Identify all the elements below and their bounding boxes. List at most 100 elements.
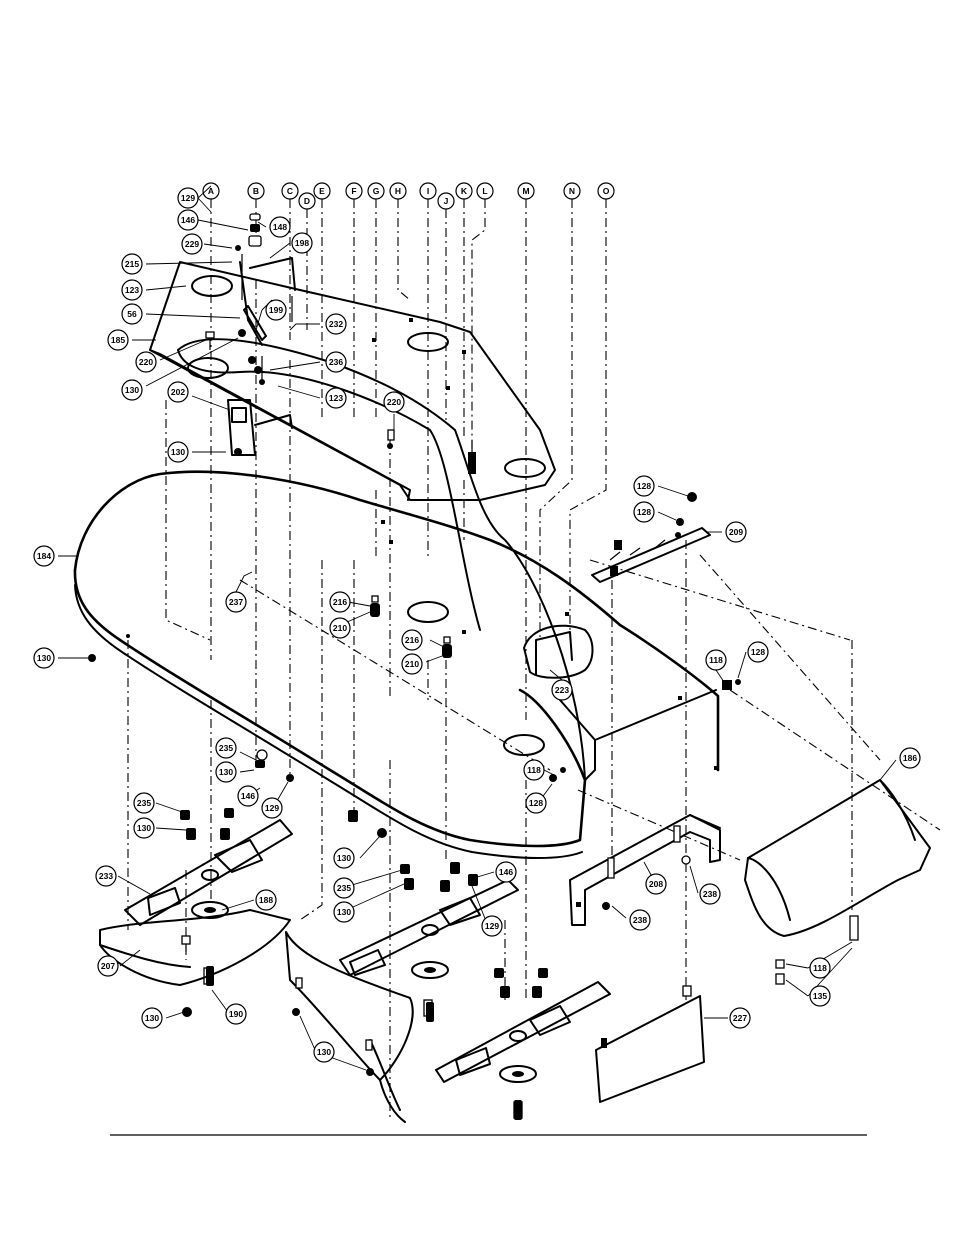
callout-128: 128: [633, 501, 655, 523]
svg-text:235: 235: [337, 883, 351, 893]
column-letter-n: N: [563, 182, 581, 200]
svg-text:129: 129: [181, 193, 195, 203]
rear-baffle: [595, 985, 705, 1103]
svg-text:I: I: [427, 186, 429, 196]
callout-130: 130: [33, 647, 55, 669]
svg-text:128: 128: [751, 647, 765, 657]
svg-text:216: 216: [333, 597, 347, 607]
callout-123: 123: [325, 387, 347, 409]
svg-text:129: 129: [265, 803, 279, 813]
svg-text:123: 123: [329, 393, 343, 403]
callout-129: 129: [261, 797, 283, 819]
svg-text:G: G: [373, 186, 380, 196]
svg-text:223: 223: [555, 685, 569, 695]
column-letters: A B C D E F G H I J K L M N O: [202, 182, 615, 210]
callout-128: 128: [747, 641, 769, 663]
callout-237: 237: [225, 591, 247, 613]
callout-130: 130: [333, 901, 355, 923]
svg-text:238: 238: [633, 915, 647, 925]
svg-text:130: 130: [337, 907, 351, 917]
column-letter-o: O: [597, 182, 615, 200]
rear-hanger-bracket: [591, 492, 741, 690]
svg-text:130: 130: [145, 1013, 159, 1023]
callout-130: 130: [133, 817, 155, 839]
svg-text:128: 128: [529, 798, 543, 808]
svg-text:C: C: [287, 186, 293, 196]
callout-188: 188: [255, 889, 277, 911]
svg-text:128: 128: [637, 481, 651, 491]
svg-text:130: 130: [125, 385, 139, 395]
callout-190: 190: [225, 1003, 247, 1025]
alignment-lines: [127, 199, 941, 1120]
svg-text:B: B: [253, 186, 259, 196]
svg-text:210: 210: [405, 659, 419, 669]
svg-text:235: 235: [219, 743, 233, 753]
column-letter-g: G: [367, 182, 385, 200]
svg-text:A: A: [208, 186, 214, 196]
callout-128: 128: [525, 792, 547, 814]
svg-text:236: 236: [329, 357, 343, 367]
svg-text:M: M: [522, 186, 529, 196]
svg-text:199: 199: [269, 305, 283, 315]
column-letter-k: K: [455, 182, 473, 200]
callout-220: 220: [383, 391, 405, 413]
callout-235: 235: [133, 792, 155, 814]
callout-235: 235: [215, 737, 237, 759]
column-letter-i: I: [419, 182, 437, 200]
callout-229: 229: [181, 233, 203, 255]
callout-118: 118: [705, 649, 727, 671]
callout-148: 148: [269, 216, 291, 238]
svg-text:215: 215: [125, 259, 139, 269]
svg-text:118: 118: [813, 963, 827, 973]
column-letter-j: J: [437, 192, 455, 210]
svg-text:198: 198: [295, 238, 309, 248]
svg-text:146: 146: [181, 215, 195, 225]
column-letter-f: F: [345, 182, 363, 200]
svg-text:130: 130: [219, 767, 233, 777]
svg-text:123: 123: [125, 285, 139, 295]
svg-text:208: 208: [649, 879, 663, 889]
svg-text:130: 130: [137, 823, 151, 833]
svg-text:202: 202: [171, 387, 185, 397]
svg-text:235: 235: [137, 798, 151, 808]
svg-text:186: 186: [903, 753, 917, 763]
blade-left: [124, 819, 293, 926]
callout-186: 186: [899, 747, 921, 769]
callout-118: 118: [523, 759, 545, 781]
callout-118: 118: [809, 957, 831, 979]
svg-text:185: 185: [111, 335, 125, 345]
blade-center: [339, 879, 519, 976]
column-letter-a: A: [202, 182, 220, 200]
callout-129: 129: [481, 915, 503, 937]
callout-210: 210: [401, 653, 423, 675]
callout-198: 198: [291, 232, 313, 254]
callout-129: 129: [177, 187, 199, 209]
callout-209: 209: [725, 521, 747, 543]
callout-130: 130: [333, 847, 355, 869]
svg-text:227: 227: [733, 1013, 747, 1023]
svg-text:146: 146: [241, 791, 255, 801]
callout-130: 130: [313, 1041, 335, 1063]
mower-deck-shell: [73, 338, 720, 859]
discharge-guard: [744, 779, 931, 937]
svg-text:188: 188: [259, 895, 273, 905]
svg-text:E: E: [319, 186, 325, 196]
callout-185: 185: [107, 329, 129, 351]
svg-text:184: 184: [37, 551, 51, 561]
callout-227: 227: [729, 1007, 751, 1029]
svg-text:118: 118: [527, 765, 541, 775]
svg-text:238: 238: [703, 889, 717, 899]
svg-text:129: 129: [485, 921, 499, 931]
anti-scalp-bracket: [227, 399, 293, 456]
svg-text:220: 220: [139, 357, 153, 367]
top-bracket-plate: [149, 261, 556, 501]
callout-184: 184: [33, 545, 55, 567]
column-letter-c: C: [281, 182, 299, 200]
callout-56: 56: [121, 303, 143, 325]
callout-216: 216: [329, 591, 351, 613]
svg-text:220: 220: [387, 397, 401, 407]
column-letter-h: H: [389, 182, 407, 200]
column-letter-l: L: [476, 182, 494, 200]
callout-232: 232: [325, 313, 347, 335]
callout-223: 223: [551, 679, 573, 701]
